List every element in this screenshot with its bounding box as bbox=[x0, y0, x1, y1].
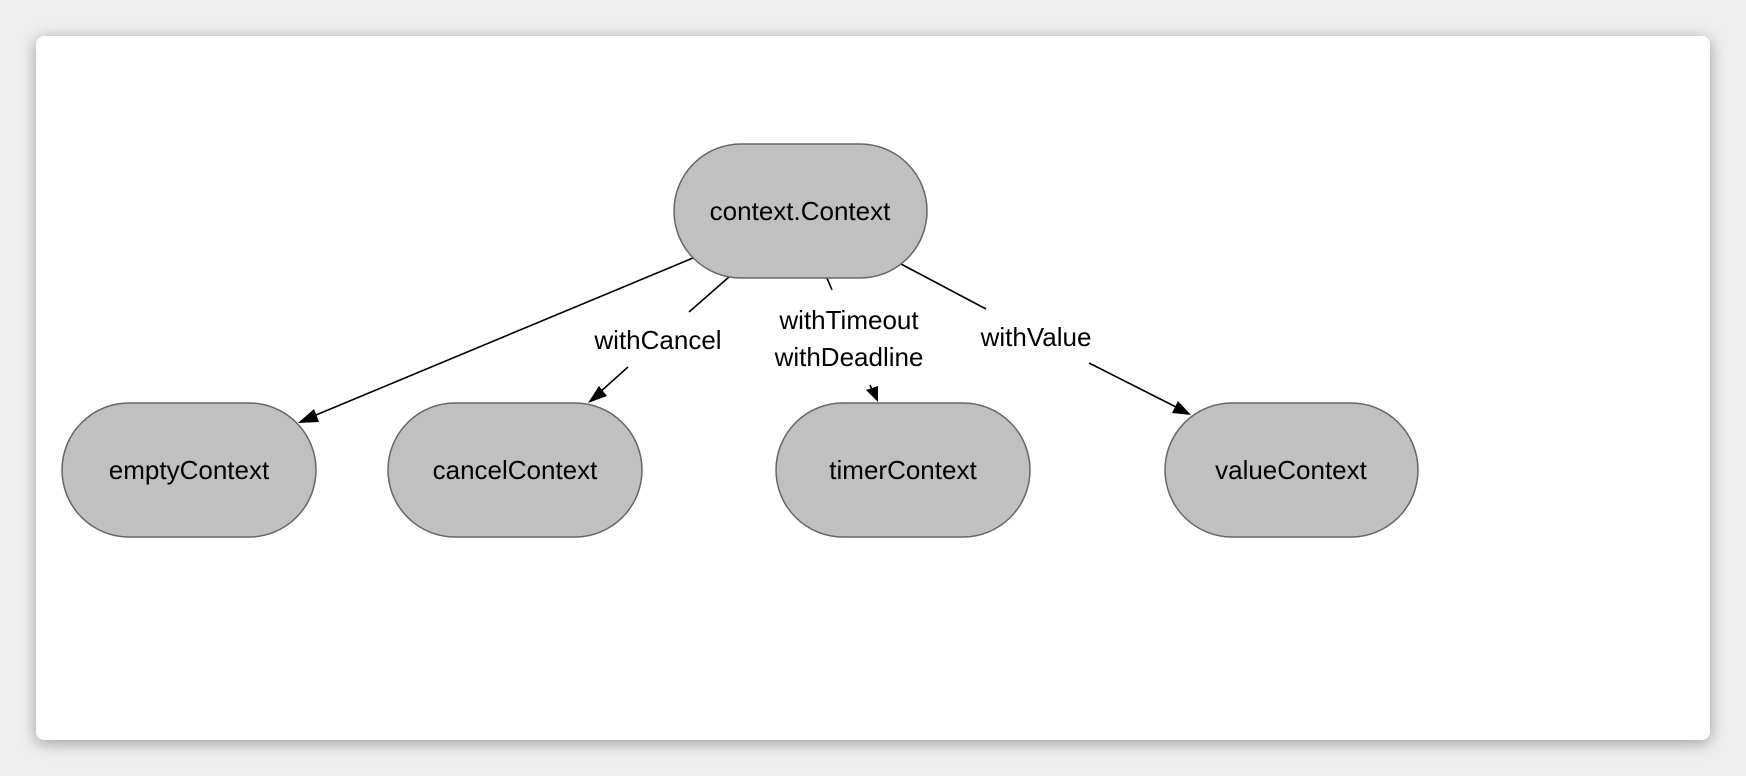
node-empty-context: emptyContext bbox=[61, 402, 317, 538]
edge-root-to-value: withValue bbox=[900, 263, 1191, 415]
edge-root-to-timer: withTimeout withDeadline bbox=[774, 277, 924, 402]
node-context-context: context.Context bbox=[673, 143, 928, 279]
node-cancel-context: cancelContext bbox=[387, 402, 643, 538]
edge-label-withvalue: withValue bbox=[980, 322, 1092, 352]
edge-label-withdeadline: withDeadline bbox=[774, 342, 924, 372]
node-label-timer-context: timerContext bbox=[829, 455, 977, 485]
edge-label-withcancel: withCancel bbox=[593, 325, 721, 355]
node-label-empty-context: emptyContext bbox=[109, 455, 270, 485]
node-label-cancel-context: cancelContext bbox=[433, 455, 599, 485]
node-value-context: valueContext bbox=[1164, 402, 1419, 538]
node-timer-context: timerContext bbox=[775, 402, 1031, 538]
node-label-value-context: valueContext bbox=[1215, 455, 1368, 485]
edge-label-withtimeout: withTimeout bbox=[778, 305, 919, 335]
edge-root-to-empty bbox=[298, 257, 694, 423]
edge-root-to-cancel: withCancel bbox=[588, 276, 730, 403]
node-label-context-context: context.Context bbox=[710, 196, 891, 226]
